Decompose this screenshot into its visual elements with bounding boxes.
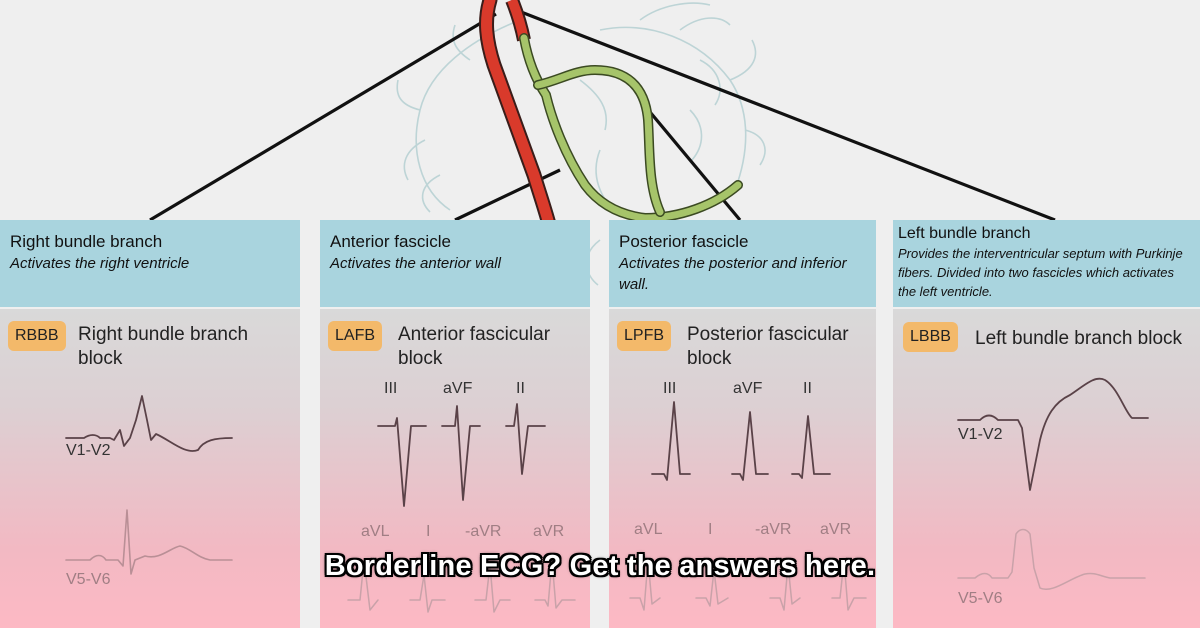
panel-header: Left bundle branch Provides the interven… bbox=[893, 220, 1200, 307]
lead-label-avl: aVL bbox=[634, 521, 663, 538]
block-name: Posterior fascicular block bbox=[687, 324, 849, 369]
panel-title: Posterior fascicle bbox=[619, 232, 749, 251]
panel-header: Right bundle branch Activates the right … bbox=[0, 220, 300, 307]
cta-banner[interactable]: Borderline ECG? Get the answers here. bbox=[324, 550, 876, 582]
block-badge: LAFB bbox=[328, 321, 383, 351]
lead-label-i: I bbox=[708, 521, 713, 538]
lead-label-avf: aVF bbox=[733, 380, 763, 397]
panel-subtitle: Provides the interventricular septum wit… bbox=[898, 246, 1183, 299]
block-badge: LPFB bbox=[617, 321, 672, 351]
lead-label-v1-v2: V1-V2 bbox=[66, 442, 111, 459]
lead-label-ii: II bbox=[803, 380, 812, 397]
lead-label-avl: aVL bbox=[361, 523, 390, 540]
panel-title: Right bundle branch bbox=[10, 232, 163, 251]
lead-label-avf: aVF bbox=[443, 380, 473, 397]
lead-label-iii: III bbox=[384, 380, 398, 397]
lead-label-v1-v2: V1-V2 bbox=[958, 426, 1003, 443]
panel-subtitle: Activates the anterior wall bbox=[330, 255, 501, 272]
lead-label-avr: aVR bbox=[533, 523, 565, 540]
panel-body: RBBB Right bundle branch block V1-V2 V5-… bbox=[0, 309, 300, 628]
block-name: Anterior fascicular block bbox=[398, 324, 551, 369]
lead-label-avr: aVR bbox=[820, 521, 852, 538]
panel-subtitle: Activates the posterior and inferior wal… bbox=[619, 255, 847, 293]
lead-label-neg-avr: -aVR bbox=[755, 521, 792, 538]
block-name: Right bundle branch block bbox=[78, 324, 249, 369]
block-badge: LBBB bbox=[903, 322, 958, 352]
lead-label-neg-avr: -aVR bbox=[465, 523, 502, 540]
pointer-lines bbox=[149, 8, 1056, 222]
lead-label-ii: II bbox=[516, 380, 525, 397]
block-badge: RBBB bbox=[8, 321, 66, 351]
panel-subtitle: Activates the right ventricle bbox=[10, 255, 190, 272]
panel-rbbb: Right bundle branch Activates the right … bbox=[0, 220, 300, 628]
left-bundle-branch bbox=[505, 0, 743, 224]
panel-header: Posterior fascicle Activates the posteri… bbox=[609, 220, 876, 307]
pointer-right-bundle bbox=[149, 12, 497, 222]
pointer-left-bundle bbox=[515, 8, 1056, 222]
lead-label-i: I bbox=[426, 523, 431, 540]
lead-label-v5-v6: V5-V6 bbox=[66, 571, 111, 588]
lead-label-iii: III bbox=[663, 380, 677, 397]
block-name: Left bundle branch block bbox=[975, 328, 1183, 349]
lead-label-v5-v6: V5-V6 bbox=[958, 590, 1003, 607]
panel-title: Left bundle branch bbox=[898, 225, 1031, 242]
panel-title: Anterior fascicle bbox=[330, 232, 451, 251]
right-bundle-branch bbox=[479, 0, 558, 236]
panel-header: Anterior fascicle Activates the anterior… bbox=[320, 220, 590, 307]
